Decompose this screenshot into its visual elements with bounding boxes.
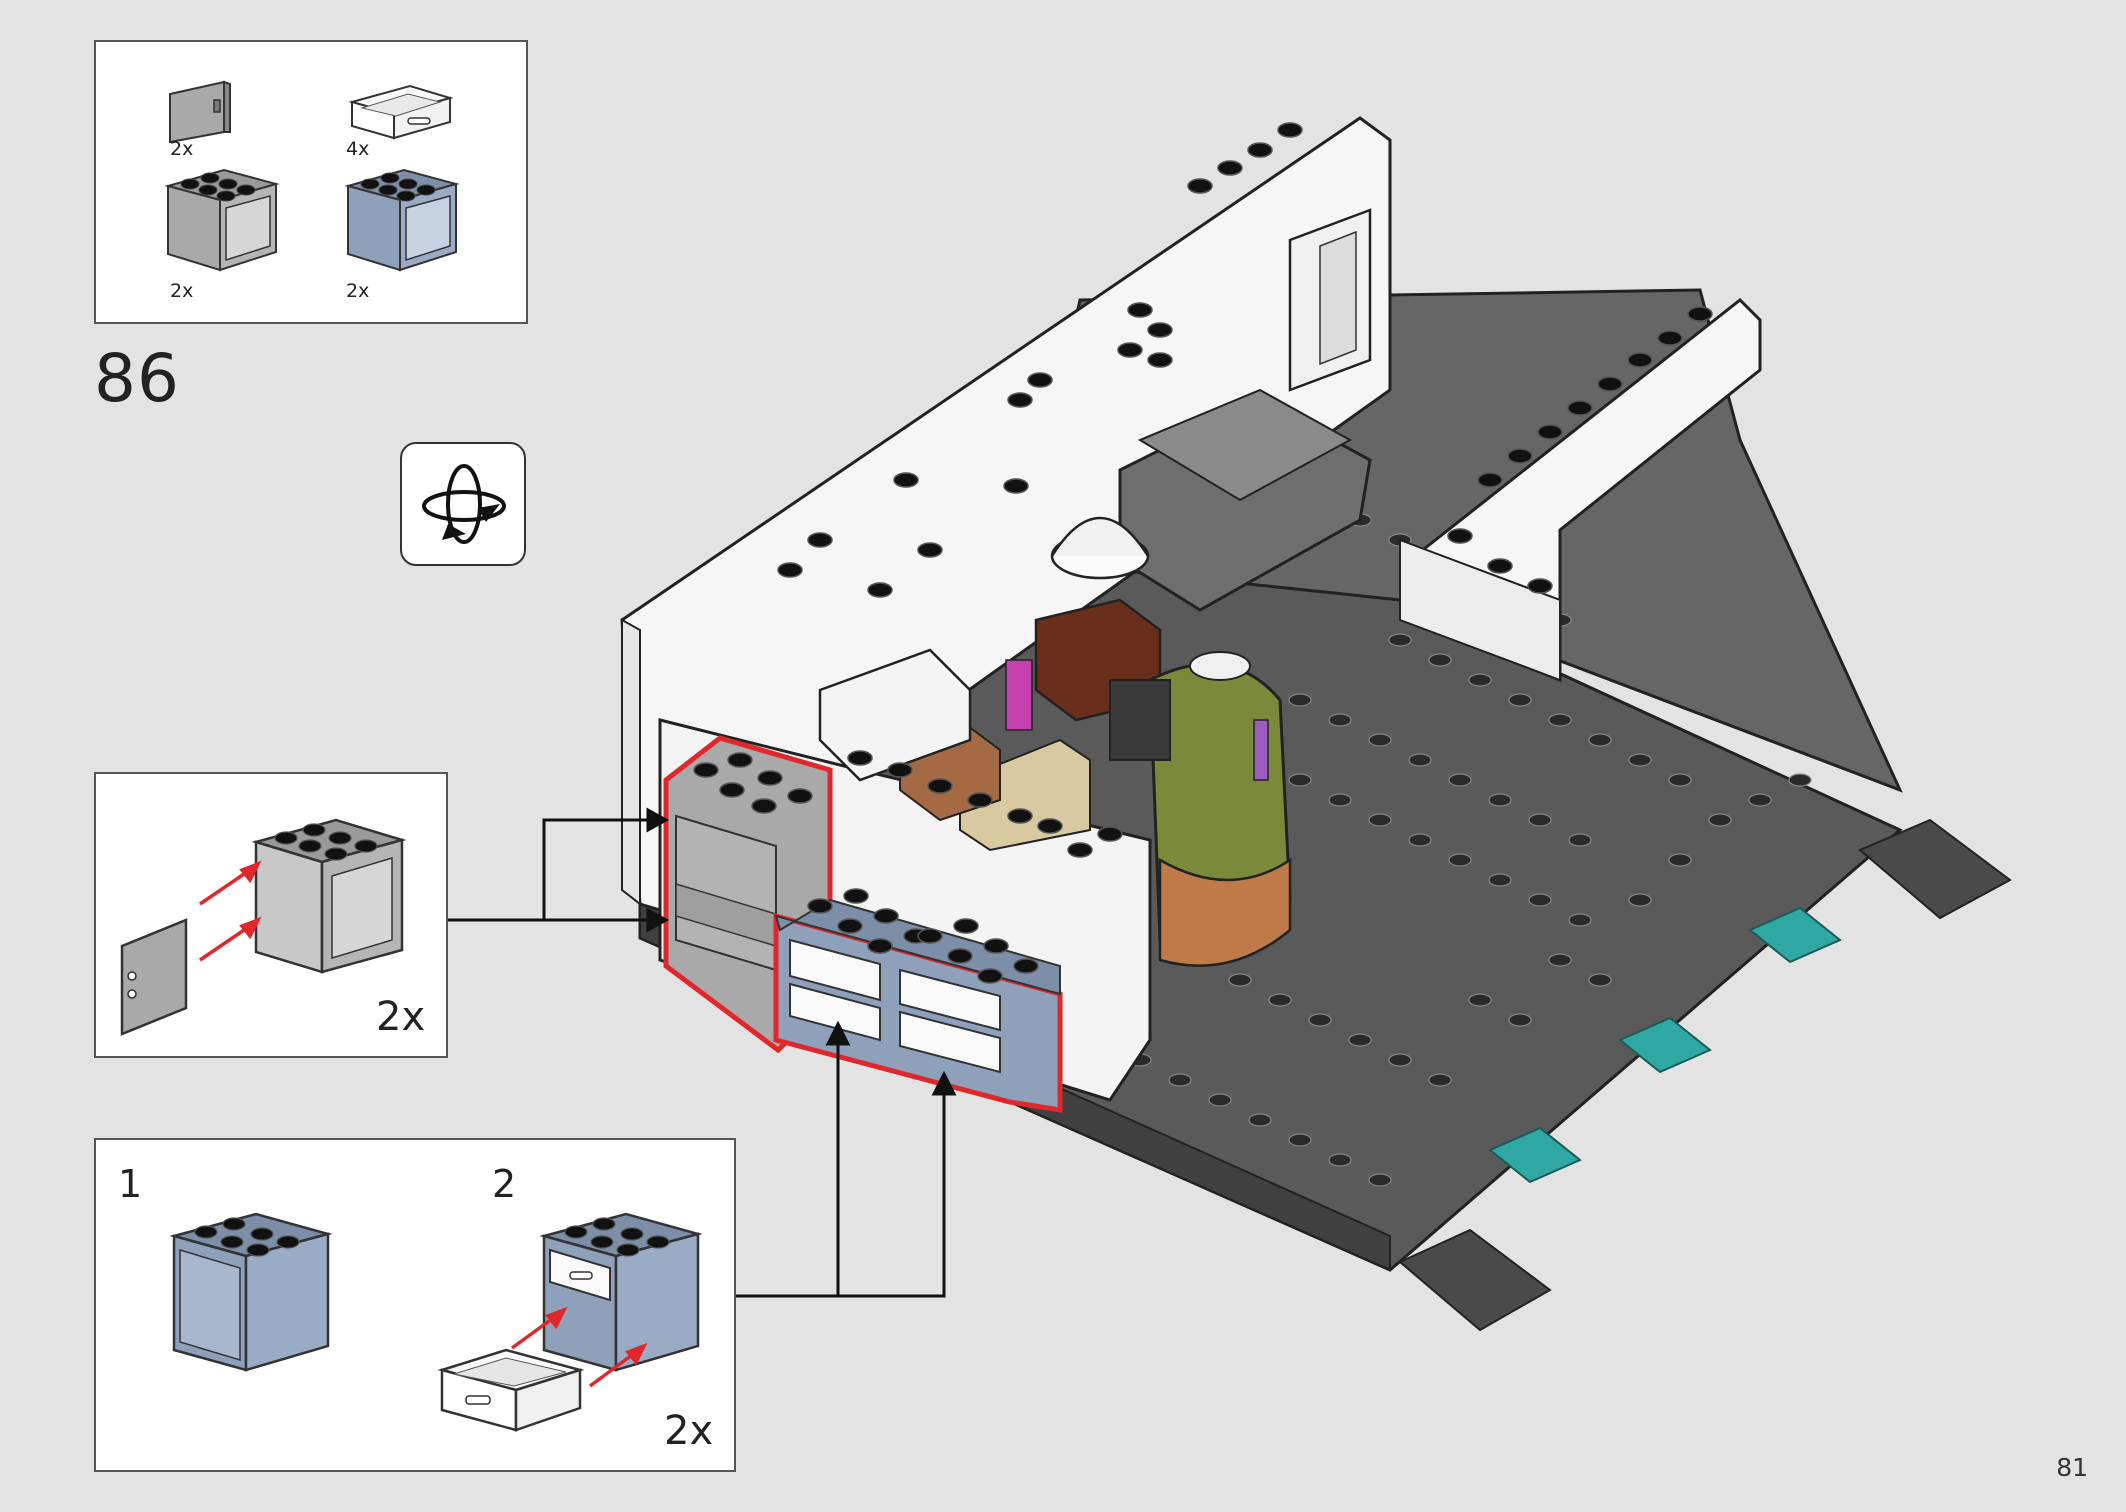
wall-studs (777, 122, 1713, 858)
white-drawer-icon (348, 84, 454, 140)
grey-cupboard-icon (164, 168, 280, 272)
callout-connectors (448, 807, 957, 1298)
qty-drawer: 4x (346, 138, 370, 160)
callout-door-assembly: 2x (94, 772, 448, 1058)
substep-2-number: 2 (492, 1162, 517, 1206)
callout-drawer-assembly: 1 2 2x (94, 1138, 736, 1472)
qty-blue-cupboard: 2x (346, 280, 370, 302)
callout-drawer-qty: 2x (664, 1408, 714, 1454)
edge-plates (1398, 818, 2012, 1332)
rotate-model-icon (400, 442, 526, 566)
insert-arrows (199, 860, 262, 962)
page-number: 81 (2056, 1453, 2088, 1482)
qty-door: 2x (170, 138, 194, 160)
insert-arrows (510, 1306, 648, 1388)
grey-cupboard-door-icon (120, 918, 188, 1036)
parts-list: 2x 4x 2x 2x (94, 40, 528, 324)
blue-cupboard-icon (344, 168, 460, 272)
grey-cupboard-icon (251, 818, 407, 974)
white-drawer-icon (437, 1348, 585, 1432)
new-parts-highlight (663, 735, 1063, 1113)
qty-grey-cupboard: 2x (170, 280, 194, 302)
step-number: 86 (94, 340, 180, 417)
grey-cupboard-door-icon (169, 80, 231, 144)
blue-cupboard-icon (169, 1212, 333, 1372)
substep-1-number: 1 (118, 1162, 143, 1206)
callout-door-qty: 2x (376, 994, 426, 1040)
blue-cupboard-icon (539, 1212, 703, 1372)
